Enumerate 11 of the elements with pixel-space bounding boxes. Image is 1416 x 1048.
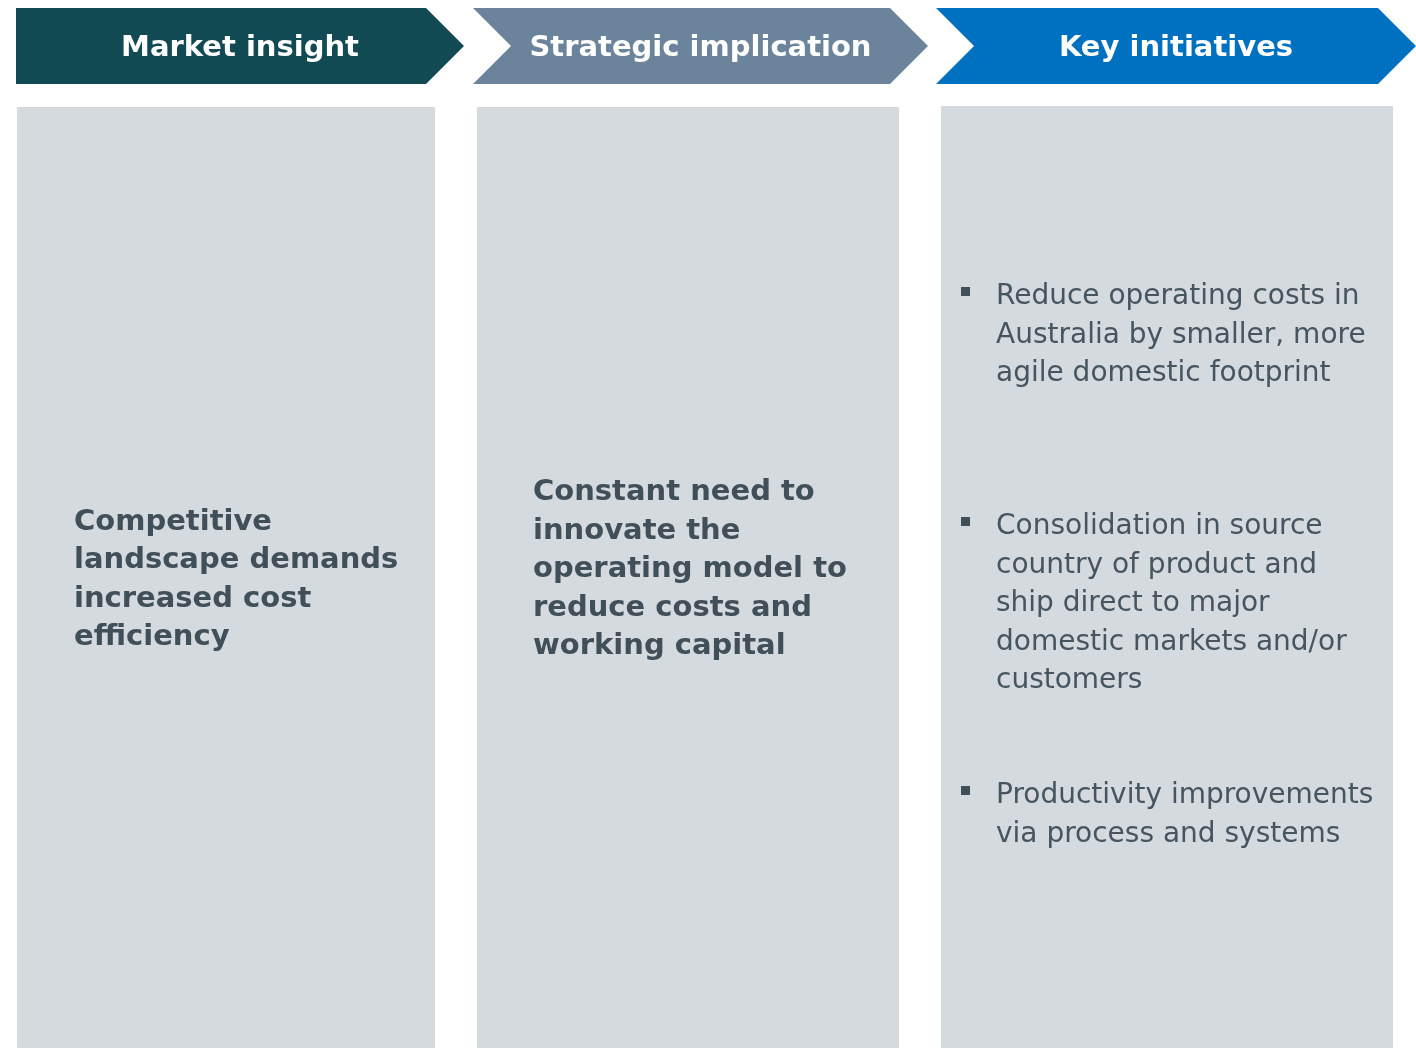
content-panel (17, 107, 435, 1048)
column-heading: Key initiatives (1057, 29, 1295, 63)
content-panel (477, 107, 899, 1048)
statement-text: Constant need to innovate the operating model to reduce costs and working capital (533, 472, 848, 664)
bullet-text: Productivity improvements via process and systems (996, 776, 1375, 851)
content-panel (941, 106, 1393, 1048)
column-heading: Market insight (120, 29, 360, 63)
bullet-text: Reduce operating costs in Australia by smaller, more agile domestic footprint (996, 277, 1367, 390)
column-heading: Strategic implication (528, 29, 873, 63)
statement-text: Competitive landscape demands increased cost efficiency (74, 501, 400, 654)
bullet-text: Consolidation in source country of product and ship direct to major domestic markets and/or customers (996, 507, 1348, 697)
